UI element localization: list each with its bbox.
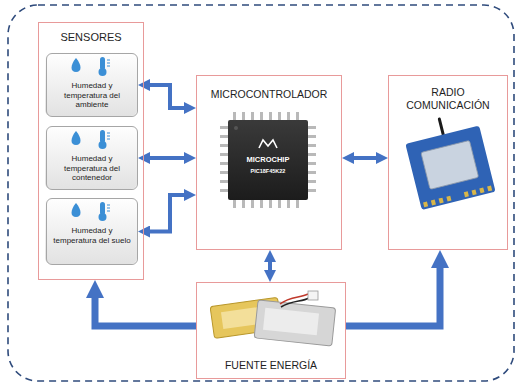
group-box: SENSORES Humedad y temperatura del ambien… bbox=[38, 22, 144, 280]
chip-brand: MICROCHIP bbox=[247, 155, 290, 164]
double-arrow bbox=[150, 195, 184, 232]
chip-part-number: PIC18F45K22 bbox=[251, 168, 286, 174]
double-arrow bbox=[268, 262, 272, 270]
process-box: FUENTE ENERGÍA bbox=[196, 282, 346, 379]
process-box: RADIO COMUNICACIÓN bbox=[388, 75, 508, 250]
sensor-fill bbox=[45, 197, 137, 264]
chip-drawing bbox=[220, 112, 316, 208]
sensor-label: Humedad y temperatura del ambiente bbox=[51, 81, 133, 110]
box-title: FUENTE ENERGÍA bbox=[201, 359, 341, 372]
box-title: MICROCONTROLADOR bbox=[201, 88, 337, 101]
double-arrow bbox=[150, 85, 184, 108]
sensor-label: Humedad y temperatura del suelo bbox=[51, 226, 133, 245]
sensor-box: Humedad y temperatura del suelo bbox=[46, 198, 138, 265]
double-arrow bbox=[354, 156, 376, 160]
system-boundary bbox=[8, 5, 514, 381]
sensor-label: Humedad y temperatura del contenedor bbox=[51, 154, 133, 183]
box-title: RADIO COMUNICACIÓN bbox=[400, 86, 496, 111]
box-title: SENSORES bbox=[42, 31, 140, 44]
sensor-box: Humedad y temperatura del contenedor bbox=[46, 126, 138, 190]
power-arrow bbox=[95, 298, 196, 326]
power-arrow bbox=[346, 268, 440, 326]
radio-module-drawing bbox=[402, 110, 496, 210]
sensor-box: Humedad y temperatura del ambiente bbox=[46, 53, 138, 117]
battery-drawing bbox=[210, 291, 336, 346]
sensor-fill bbox=[45, 125, 137, 189]
sensor-fill bbox=[45, 52, 137, 116]
double-arrow bbox=[150, 156, 184, 160]
